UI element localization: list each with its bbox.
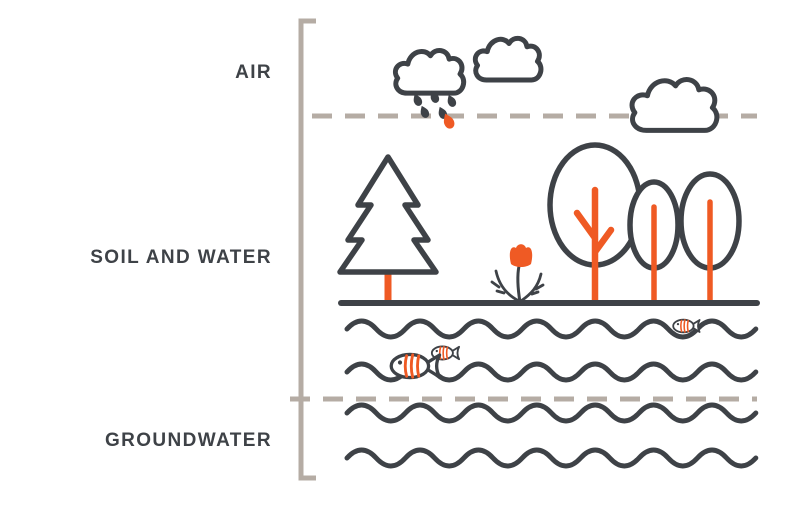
left-bracket xyxy=(298,18,316,481)
oval-tree-icon xyxy=(627,179,681,304)
cloud-icon xyxy=(632,80,717,131)
wave-line xyxy=(344,402,759,424)
oval-tree-icon xyxy=(678,171,742,304)
oval-tree-icon xyxy=(547,142,643,305)
rain-cloud-icon xyxy=(395,50,463,93)
wave-line xyxy=(344,447,759,469)
clouds xyxy=(395,38,541,93)
oval-trees xyxy=(547,142,742,305)
fish-icon xyxy=(672,318,701,334)
tulip-flower-icon xyxy=(490,244,545,304)
water-waves xyxy=(344,318,759,469)
zone-label-groundwater: GROUNDWATER xyxy=(104,430,272,451)
pine-tree-icon xyxy=(337,154,439,304)
zone-label-air: AIR xyxy=(235,62,272,83)
wave-line xyxy=(344,318,759,340)
zone-label-soil-and-water: SOIL AND WATER xyxy=(90,247,272,268)
cloud-icon xyxy=(475,38,541,80)
fish-icon xyxy=(389,352,442,380)
